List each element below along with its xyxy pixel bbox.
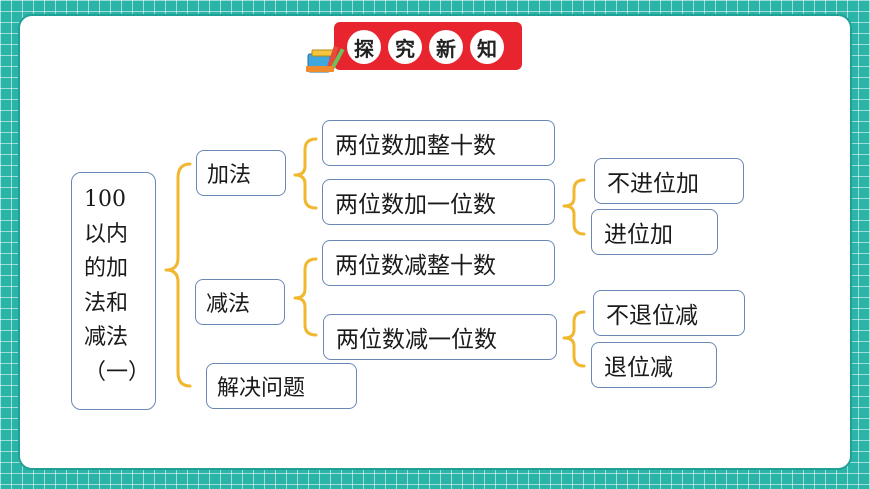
node-addition: 加法 xyxy=(196,150,286,196)
bracket-subtraction xyxy=(293,257,318,337)
node-addition-label: 加法 xyxy=(207,163,252,188)
books-icon xyxy=(306,45,345,73)
node-problem-solving: 解决问题 xyxy=(206,363,357,409)
node-add-ones-label: 两位数加一位数 xyxy=(335,192,496,218)
header-char-1: 探 xyxy=(347,30,381,64)
node-problem-solving-label: 解决问题 xyxy=(217,376,306,401)
header-char-4: 知 xyxy=(470,30,504,64)
node-add-tens-label: 两位数加整十数 xyxy=(335,133,496,159)
root-label: 100 以内 的加 法和 减法 （一） xyxy=(84,187,151,385)
node-borrow-label: 退位减 xyxy=(604,355,673,381)
node-sub-ones: 两位数减一位数 xyxy=(323,314,557,360)
node-no-borrow: 不退位减 xyxy=(593,290,745,336)
node-borrow: 退位减 xyxy=(591,342,717,388)
node-add-tens: 两位数加整十数 xyxy=(322,120,555,166)
node-carry-label: 进位加 xyxy=(604,222,673,248)
node-sub-tens: 两位数减整十数 xyxy=(322,240,555,286)
bracket-root xyxy=(164,162,192,388)
header-char-2: 究 xyxy=(388,30,422,64)
node-sub-ones-label: 两位数减一位数 xyxy=(336,327,497,353)
node-subtraction: 减法 xyxy=(195,279,285,325)
node-subtraction-label: 减法 xyxy=(206,292,251,317)
bracket-add-ones xyxy=(562,178,586,236)
node-no-borrow-label: 不退位减 xyxy=(606,303,698,329)
node-sub-tens-label: 两位数减整十数 xyxy=(335,253,496,279)
node-add-ones: 两位数加一位数 xyxy=(322,179,555,225)
header-char-3: 新 xyxy=(429,30,463,64)
node-no-carry-label: 不进位加 xyxy=(607,171,699,197)
node-carry: 进位加 xyxy=(591,209,718,255)
bracket-sub-ones xyxy=(562,310,586,368)
root-node: 100 以内 的加 法和 减法 （一） xyxy=(71,172,156,410)
bracket-addition xyxy=(293,137,318,210)
node-no-carry: 不进位加 xyxy=(594,158,744,204)
